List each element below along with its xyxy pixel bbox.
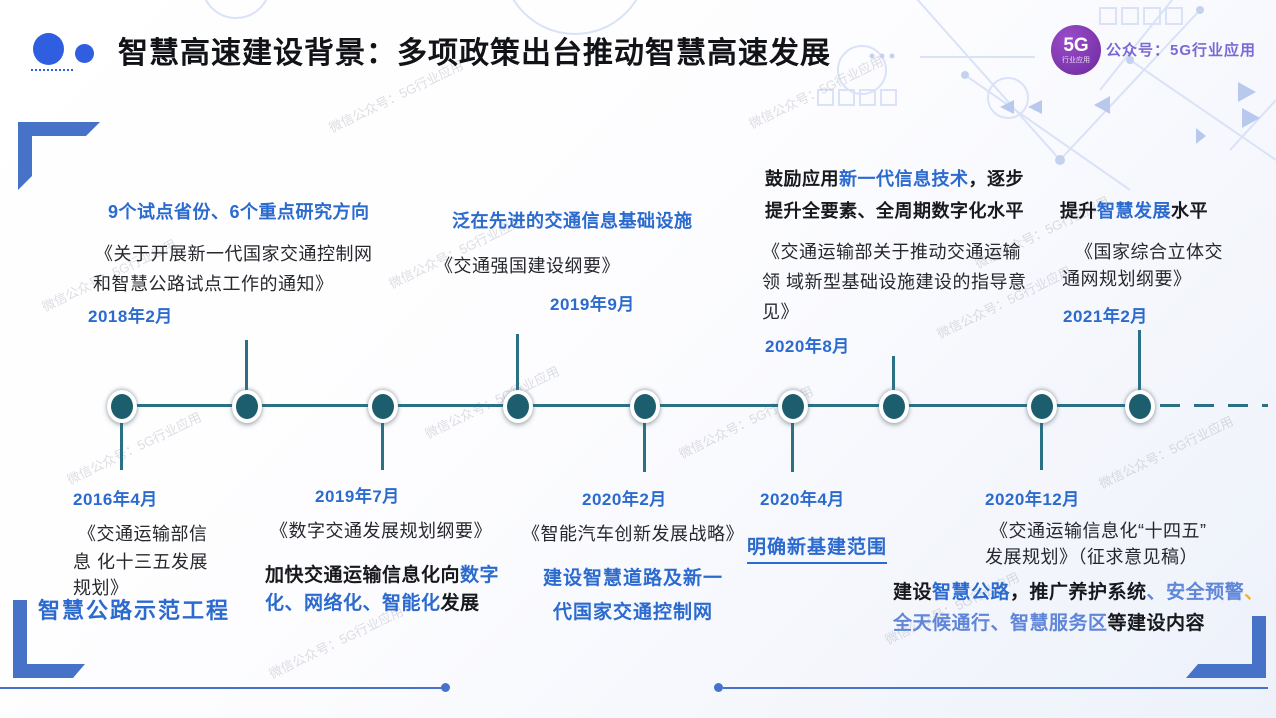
event-doc-line: 发展规划》（征求意见稿） [985, 547, 1198, 567]
connector-up-2019-09 [516, 334, 519, 404]
title-bullet-small [75, 44, 94, 63]
event-date: 2021年2月 [1063, 307, 1148, 326]
event-doc-line: 《智能汽车创新发展战略》 [522, 524, 744, 544]
footer-line-left-dot [441, 683, 450, 692]
account-label: 公众号：5G行业应用 [1106, 42, 1257, 59]
timeline-node-2021-02 [1125, 390, 1155, 423]
event-doc-line: 《数字交通发展规划纲要》 [270, 521, 492, 541]
connector-down-2016-04 [120, 408, 123, 470]
footer-line-right [723, 687, 1268, 689]
event-doc-line: 《交通运输部关于推动交通运输 [762, 242, 1021, 262]
event-date: 2020年8月 [765, 337, 850, 356]
event-doc-line: 通网规划纲要》 [1062, 269, 1192, 289]
badge-5g-sub: 行业应用 [1062, 57, 1090, 64]
event-doc-line: 《交通强国建设纲要》 [435, 256, 620, 276]
connector-up-2018-02 [245, 340, 248, 404]
event-doc-line: 和智慧公路试点工作的通知》 [93, 274, 334, 294]
event-doc-line: 领 域新型基础设施建设的指导意 [762, 272, 1027, 292]
event-date: 2016年4月 [73, 490, 158, 509]
event-headline: 提升智慧发展水平 [1060, 201, 1208, 221]
event-highlight: 建设智慧道路及新一 [543, 568, 724, 589]
connector-down-2020-02 [643, 408, 646, 472]
connector-down-2020-12 [1040, 408, 1043, 470]
event-note: 建设智慧公路，推广养护系统、安全预警、 [893, 582, 1264, 603]
connector-up-2020-08 [892, 356, 895, 404]
connector-up-2021-02 [1138, 330, 1141, 404]
event-doc-line: 见》 [762, 302, 799, 322]
timeline-node-2020-04 [778, 390, 808, 423]
event-note: 全天候通行、智慧服务区等建设内容 [893, 613, 1206, 634]
timeline-node-2020-12 [1027, 390, 1057, 423]
event-note: 化、网络化、智能化发展 [265, 593, 480, 614]
timeline-node-2018-02 [232, 390, 262, 423]
event-date: 2019年9月 [550, 295, 635, 314]
corner-bracket-top-left [18, 122, 100, 190]
corner-bracket-bottom-left [13, 600, 85, 678]
timeline-node-2020-08 [879, 390, 909, 423]
timeline-axis-dashed [1160, 404, 1268, 407]
event-date: 2020年4月 [760, 490, 845, 509]
badge-5g-main: 5G [1063, 35, 1089, 56]
title-bullet-large [33, 33, 64, 65]
footer-line-right-dot [714, 683, 723, 692]
connector-down-2019-07 [381, 408, 384, 470]
event-doc-line: 《交通运输信息化“十四五” [990, 521, 1207, 541]
connector-down-2020-04 [791, 408, 794, 472]
event-date: 2020年2月 [582, 490, 667, 509]
event-doc-line: 《关于开展新一代国家交通控制网 [95, 244, 373, 264]
footer-line-left [0, 687, 446, 689]
timeline-node-2020-02 [630, 390, 660, 423]
event-headline: 鼓励应用新一代信息技术，逐步 [765, 169, 1024, 189]
event-date: 2019年7月 [315, 487, 400, 506]
event-date: 2020年12月 [985, 490, 1080, 509]
event-note: 加快交通运输信息化向数字 [265, 565, 500, 586]
event-doc-line: 《国家综合立体交 [1075, 242, 1223, 262]
event-headline: 泛在先进的交通信息基础设施 [452, 211, 693, 231]
page-title: 智慧高速建设背景：多项政策出台推动智慧高速发展 [118, 37, 831, 70]
event-doc-line: 息 化十三五发展 [73, 552, 209, 572]
timeline-node-2019-07 [368, 390, 398, 423]
badge-5g: 5G 行业应用 [1051, 25, 1101, 75]
event-doc-line: 规划》 [73, 578, 129, 598]
title-bullet-underline [31, 69, 73, 71]
event-doc-line: 《交通运输部信 [78, 524, 208, 544]
event-headline: 提升全要素、全周期数字化水平 [765, 201, 1024, 221]
corner-bracket-bottom-right [1186, 616, 1266, 678]
timeline-node-2019-09 [503, 390, 533, 423]
event-headline: 9个试点省份、6个重点研究方向 [108, 202, 370, 222]
event-highlight: 代国家交通控制网 [553, 602, 714, 623]
event-date: 2018年2月 [88, 307, 173, 326]
timeline-node-2016-04 [107, 390, 137, 423]
event-highlight: 明确新基建范围 [747, 532, 888, 564]
event-highlight: 智慧公路示范工程 [38, 598, 231, 623]
